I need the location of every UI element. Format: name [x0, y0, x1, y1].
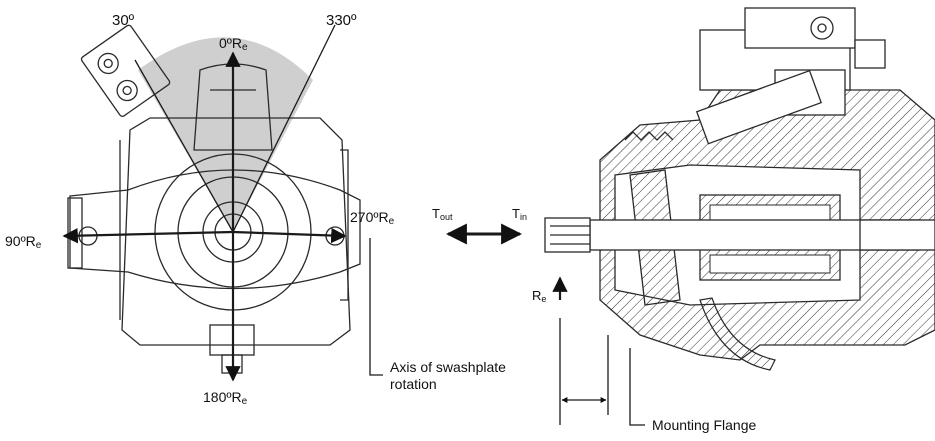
label-0: 0ºRe: [219, 35, 248, 53]
label-270: 270ºRe: [350, 209, 395, 227]
angle-sector: [138, 37, 313, 233]
label-axis-rotation: rotation: [390, 376, 437, 392]
pump-section-view: [544, 7, 935, 371]
label-180: 180ºRe: [203, 389, 248, 407]
label-t-out: Tout: [432, 206, 453, 222]
label-330: 330º: [326, 12, 357, 29]
label-mounting-flange: Mounting Flange: [652, 417, 757, 433]
pump-front-view: [62, 24, 383, 382]
label-30: 30º: [112, 12, 135, 29]
mounting-flange-leader: [629, 348, 645, 426]
label-t-in: Tin: [512, 206, 527, 222]
label-re: Re: [532, 288, 546, 304]
label-90: 90ºRe: [5, 233, 42, 251]
label-axis-swashplate: Axis of swashplate: [390, 359, 506, 375]
